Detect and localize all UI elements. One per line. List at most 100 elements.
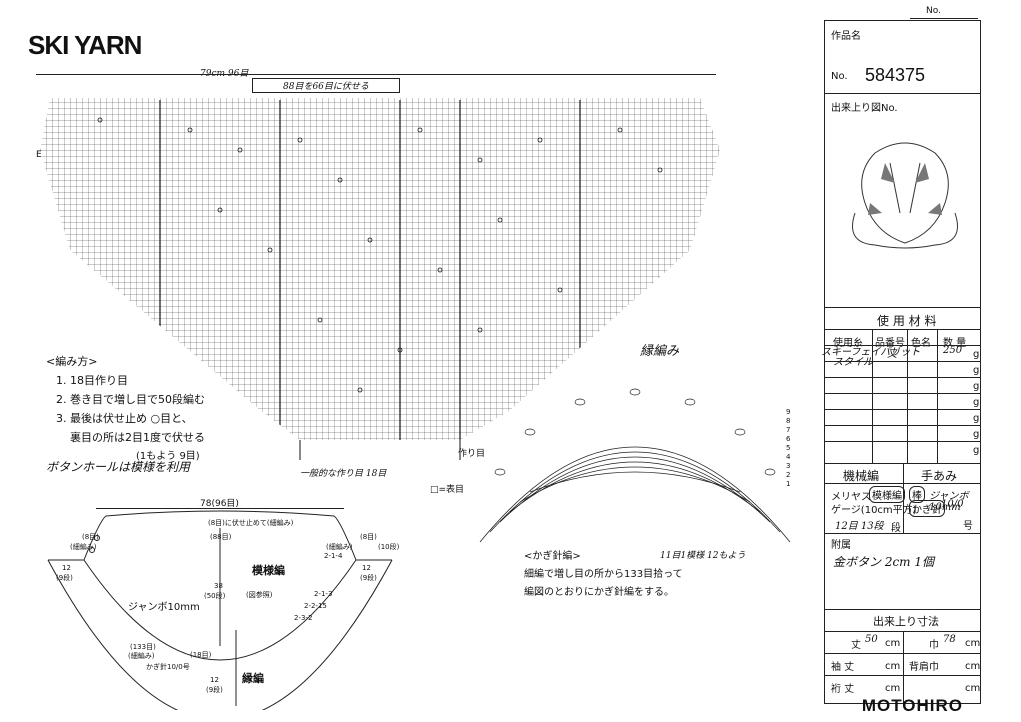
width-value: 78 [943, 634, 956, 645]
row-numbers: 9 8 7 6 5 4 3 2 1 [786, 408, 791, 488]
stitch-note: 11目1模様 12もよう [660, 551, 746, 561]
chart-side-mark: E [36, 150, 42, 160]
gauge-label: ゲージ(10cm平方) [831, 505, 917, 516]
footer-brand-logo: MOTOHIRO [861, 696, 963, 715]
machine-label: 機械編 [843, 469, 880, 483]
unit-g: g [973, 381, 980, 392]
yarn-name: スキーフェイバリット [821, 347, 921, 358]
dims-title: 出来上り寸法 [873, 615, 939, 628]
schematic-bottom-side2: (9段) [206, 686, 223, 694]
col-used: 使用糸 [833, 338, 863, 349]
instruction-step: 1. 18目作り目 [56, 374, 128, 387]
crochet-line: 細編で増し目の所から133目拾って [524, 569, 683, 580]
schematic-increase-3: 2-2-15 [304, 602, 327, 610]
schematic-pickup2: (細編み) [128, 652, 155, 660]
schematic-right-far: (10段) [378, 543, 400, 551]
yarn-qty: 250 [943, 345, 963, 356]
hook-badge: かぎ針 [909, 500, 945, 517]
schematic-bottom-count: (18目) [190, 651, 212, 659]
instructions-title: <編み方> [46, 355, 98, 368]
schematic-right-top: (8目) [360, 533, 377, 541]
instructions-block: <編み方> 1. 18目作り目 2. 巻き目で増し目で50段編む 3. 最後は伏… [46, 352, 205, 466]
unit-cm: cm [885, 683, 901, 694]
knitting-chart [40, 98, 720, 460]
meriyasu-label: メリヤス [831, 492, 871, 503]
schematic-left-top2: (細編み) [70, 543, 97, 551]
schematic-hook: かぎ針10/0号 [146, 663, 190, 671]
schematic-top-bind: (8目)に伏せ止めて(細編み) [208, 519, 294, 527]
unit-g: g [973, 429, 980, 440]
crochet-title: <かぎ針編> [524, 551, 581, 562]
yarn-name-2: スタイル [833, 357, 873, 368]
instruction-step: (1もよう 9目) [136, 451, 200, 462]
unit-g: g [973, 349, 980, 360]
schematic-pattern-label: 模様編 [252, 564, 285, 577]
hook-value: 10/0 [941, 499, 964, 510]
pattern-badge: 模様編 [869, 486, 905, 503]
unit-cm: cm [965, 683, 981, 694]
length-value: 50 [865, 634, 878, 645]
accessory-value: 金ボタン 2cm 1個 [833, 555, 934, 569]
crochet-line: 編図のとおりにかぎ針編をする。 [524, 587, 674, 598]
buttonhole-note: ボタンホールは模様を利用 [46, 460, 191, 474]
start-label: 作り目 [458, 449, 486, 459]
schematic-bottom-side: 12 [210, 676, 219, 684]
hand-label: 手あみ [921, 469, 958, 483]
unit-cm: cm [965, 638, 981, 649]
shoulder-label: 背肩巾 [909, 662, 939, 673]
schematic-left-top: (8目) [82, 533, 99, 541]
instruction-step: 2. 巻き目で増し目で50段編む [56, 393, 205, 406]
no-label: No. [926, 6, 941, 16]
accessory-label: 附属 [831, 540, 851, 551]
schematic-right-top2: (細編み) [326, 543, 353, 551]
schematic-ref-label: (図参照) [246, 591, 273, 599]
chart-width-note: 79cm 96目 [200, 69, 249, 79]
col-color: 色名 [911, 338, 931, 349]
schematic-increase-4: 2-3-2 [294, 614, 313, 622]
chart-legend: □=表目 [430, 485, 465, 495]
materials-title: 使 用 材 料 [877, 314, 937, 328]
unit-g: g [973, 397, 980, 408]
shawl-schematic [47, 510, 393, 710]
needle-badge: 棒 [909, 486, 925, 503]
schematic-height: 38 [214, 582, 223, 590]
col-qty: 数 量 [943, 338, 967, 349]
finished-drawing [852, 142, 958, 249]
schematic-right-side2: (9段) [360, 574, 377, 582]
unit-cm: cm [885, 638, 901, 649]
chart-width-line [36, 74, 716, 75]
drawing-label: 出来上り図No. [831, 103, 898, 114]
schematic-top-count: (88目) [210, 533, 232, 541]
length-label: 丈 [851, 640, 861, 651]
schematic-border-label: 縁編 [242, 672, 264, 685]
brand-logo: SKI YARN [28, 30, 142, 60]
schematic-width-line [96, 508, 344, 509]
work-name-label: 作品名 [831, 31, 861, 42]
chart-top-note: 88目を66目に伏せる [252, 78, 400, 93]
schematic-total-width: 78(96目) [200, 499, 239, 509]
schematic-height-rows: (50段) [204, 592, 226, 600]
schematic-left-side2: (9段) [56, 574, 73, 582]
sleeve-label: 袖 丈 [831, 662, 855, 673]
product-number: 584375 [865, 65, 926, 85]
width-label: 巾 [929, 640, 939, 651]
yarn-code: 又 [887, 349, 897, 360]
cast-on-note: 一般的な作り目 18目 [300, 469, 387, 479]
unit-cm: cm [885, 661, 901, 672]
schematic-yarn-label: ジャンボ10mm [128, 602, 200, 613]
schematic-right-side: 12 [362, 564, 371, 572]
unit-g: g [973, 413, 980, 424]
schematic-left-side: 12 [62, 564, 71, 572]
cuff-label: 裄 丈 [831, 684, 855, 695]
unit-cm: cm [965, 661, 981, 672]
border-title: 縁編み [640, 344, 680, 359]
unit-g: g [973, 365, 980, 376]
instruction-step: 3. 最後は伏せ止め ○目と、 [56, 412, 193, 425]
size-unit: 号 [963, 521, 973, 532]
unit-g: g [973, 445, 980, 456]
instruction-step: 裏目の所は2目1度で伏せる [70, 431, 205, 444]
gauge-value: 12目 13段 [835, 521, 884, 532]
spec-sheet: 作品名 No. 584375 出来上り図No. 使 用 材 料 使用糸 品番号 … [821, 20, 981, 704]
gauge-unit: 段 [891, 523, 901, 534]
crochet-border-chart [479, 388, 791, 543]
